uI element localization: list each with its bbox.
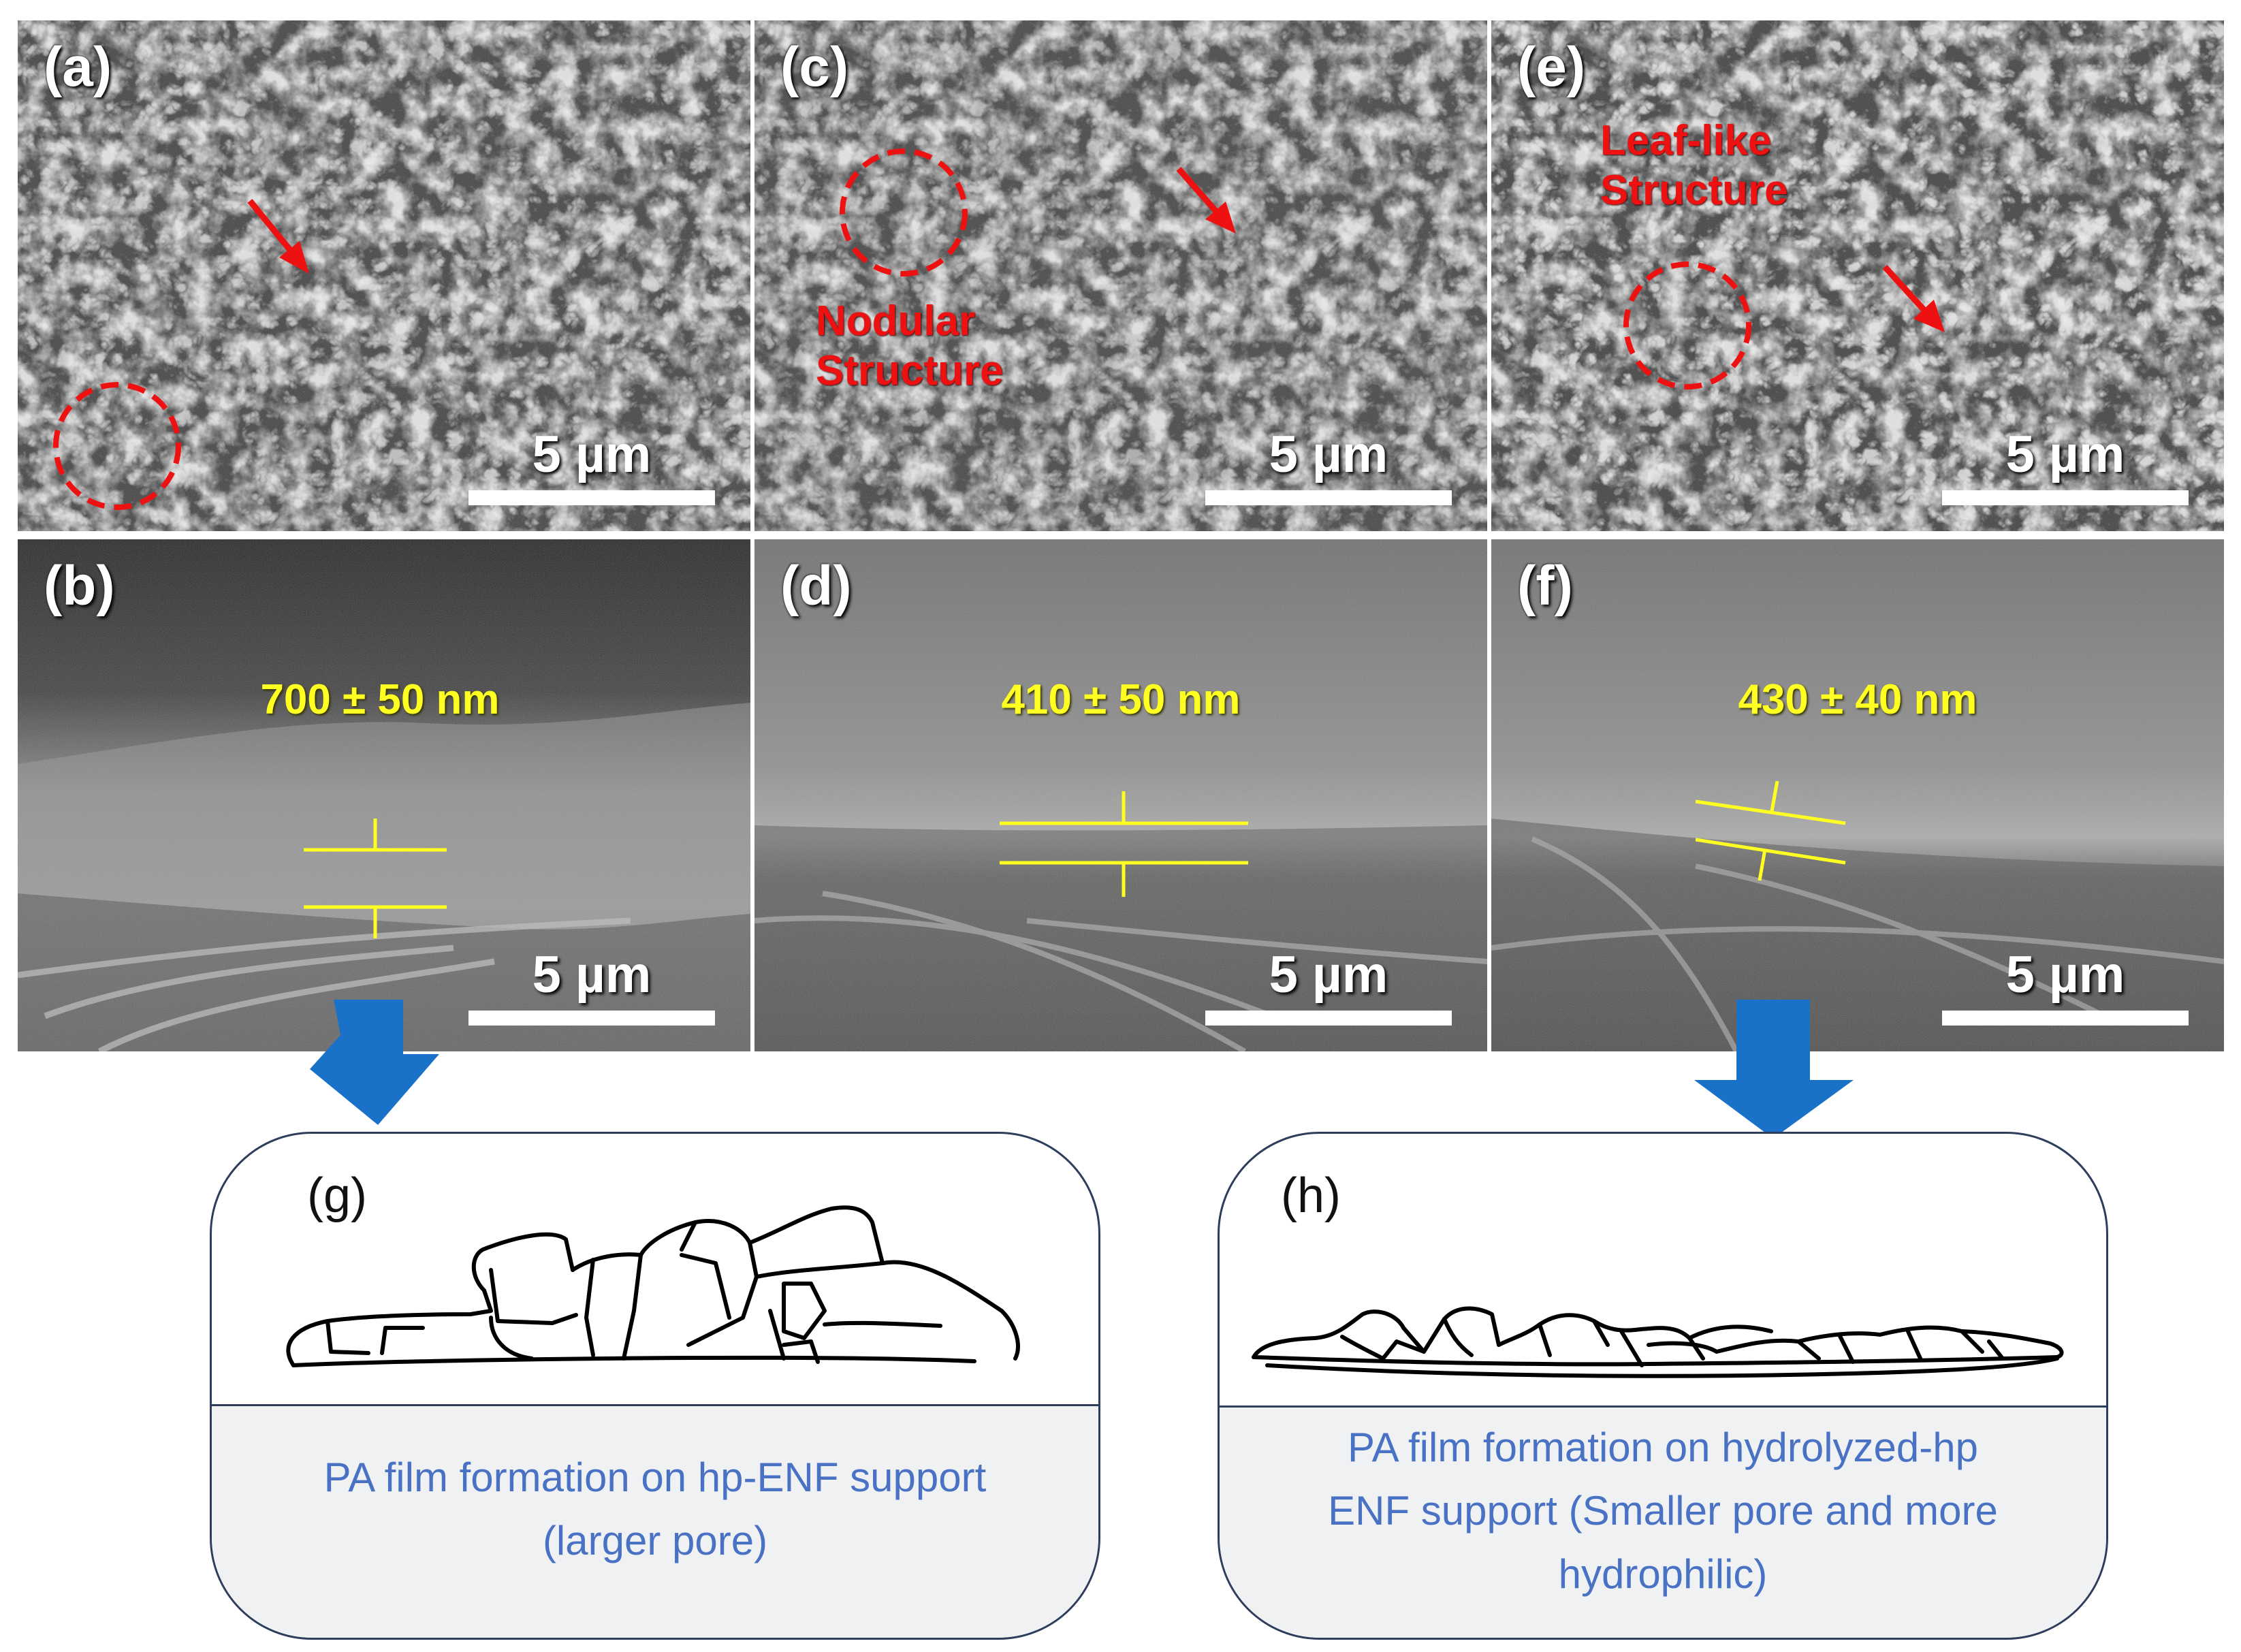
- thickness-marker-d: [1000, 791, 1248, 897]
- panel-label-g: (g): [307, 1169, 367, 1223]
- schematic-box-g: (g) PA film formation on hp-ENF suppo: [210, 1132, 1100, 1640]
- scale-label-a: 5 µm: [532, 426, 652, 483]
- scale-bar-e: 5 µm: [1942, 429, 2189, 505]
- leaf-like-structure-label: Leaf-like Structure: [1600, 117, 1788, 215]
- sem-image-d: [754, 539, 1487, 1051]
- caption-panel-g: PA film formation on hp-ENF support (lar…: [212, 1404, 1098, 1638]
- panel-label-e: (e): [1517, 36, 1586, 98]
- panel-label-h: (h): [1281, 1169, 1341, 1223]
- caption-panel-h: PA film formation on hydrolyzed-hp ENF s…: [1220, 1405, 2106, 1638]
- scale-label-f: 5 µm: [2005, 946, 2125, 1004]
- schematic-box-h: (h) PA film formation on hydrolyzed-hp: [1218, 1132, 2108, 1640]
- pa-film-sketch-large-pore: [286, 1205, 1020, 1367]
- scale-bar-d: 5 µm: [1205, 949, 1452, 1026]
- scale-bar-b: 5 µm: [468, 949, 715, 1026]
- panel-label-f: (f): [1517, 555, 1573, 617]
- scale-bar-c: 5 µm: [1205, 429, 1452, 505]
- scale-label-c: 5 µm: [1269, 426, 1388, 483]
- panel-label-d: (d): [780, 555, 852, 617]
- sem-image-e: [1491, 20, 2224, 531]
- scale-bar-f: 5 µm: [1942, 949, 2189, 1026]
- scale-label-d: 5 µm: [1269, 946, 1388, 1004]
- panel-label-c: (c): [780, 36, 849, 98]
- sem-image-b: [18, 539, 750, 1051]
- thickness-marker-b: [304, 819, 447, 938]
- pa-film-sketch-small-pore: [1252, 1306, 2064, 1378]
- caption-g: PA film formation on hp-ENF support (lar…: [323, 1455, 987, 1563]
- sem-panel-f: (f) 430 ± 40 nm 5 µm: [1491, 539, 2224, 1051]
- scale-bar-a: 5 µm: [468, 429, 715, 505]
- scale-line-e: [1942, 490, 2189, 505]
- sem-panel-a: (a) 5 µm: [18, 20, 750, 531]
- sem-panel-d: (d) 410 ± 50 nm 5 µm: [754, 539, 1487, 1051]
- nodular-structure-label: Nodular Structure: [816, 298, 1004, 395]
- sem-panel-b: (b) 700 ± 50 nm 5 µm: [18, 539, 750, 1051]
- thickness-marker-f: [1696, 781, 1846, 881]
- panel-label-b: (b): [44, 555, 115, 617]
- scale-line-a: [468, 490, 715, 505]
- thickness-label-b: 700 ± 50 nm: [260, 676, 500, 723]
- panel-label-a: (a): [44, 36, 112, 98]
- scale-label-b: 5 µm: [532, 946, 652, 1004]
- sem-panel-c: (c) Nodular Structure 5 µm: [754, 20, 1487, 531]
- scale-line-d: [1205, 1011, 1452, 1026]
- caption-h: PA film formation on hydrolyzed-hp ENF s…: [1328, 1425, 1998, 1597]
- scale-line-c: [1205, 490, 1452, 505]
- sem-image-f: [1491, 539, 2224, 1051]
- sem-panel-e: (e) Leaf-like Structure 5 µm: [1491, 20, 2224, 531]
- thickness-label-d: 410 ± 50 nm: [1001, 676, 1241, 723]
- thickness-label-f: 430 ± 40 nm: [1738, 676, 1977, 723]
- scale-label-e: 5 µm: [2005, 426, 2125, 483]
- scale-line-f: [1942, 1011, 2189, 1026]
- scale-line-b: [468, 1011, 715, 1026]
